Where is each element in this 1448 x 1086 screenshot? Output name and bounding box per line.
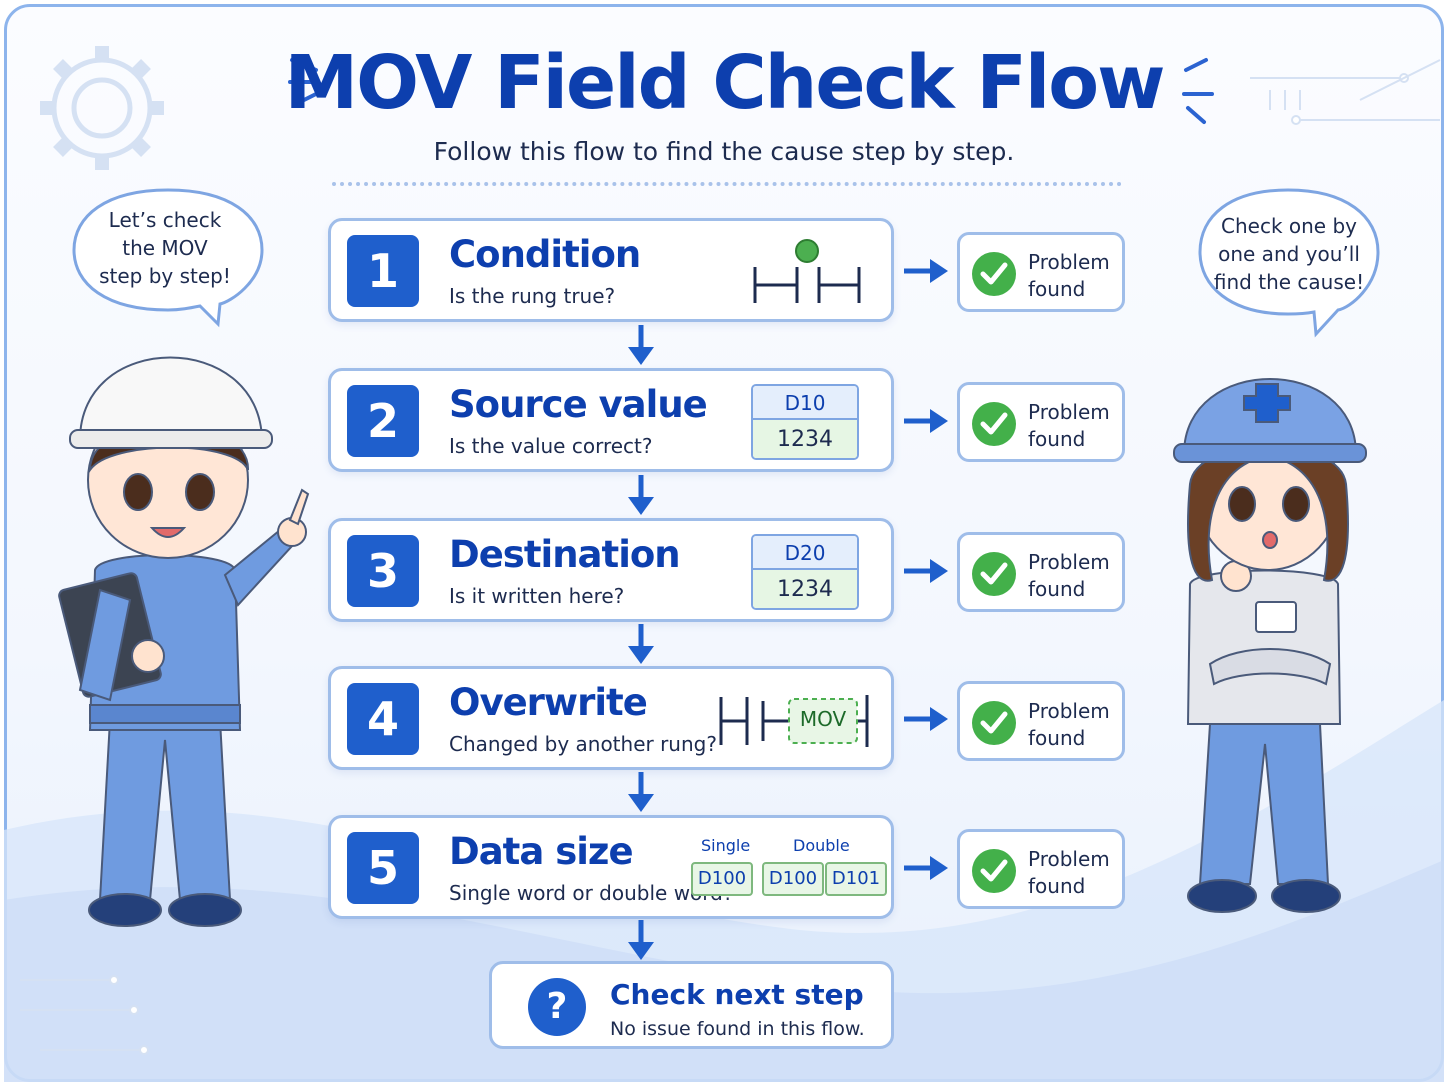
single-word-register: D100 xyxy=(691,862,753,896)
right-bubble-line: find the cause! xyxy=(1213,270,1365,294)
problem-found-box[interactable]: Problem found xyxy=(957,681,1125,761)
arrow-down-icon xyxy=(628,624,654,664)
right-bubble-line: Check one by xyxy=(1221,214,1357,238)
check-circle-icon xyxy=(972,849,1016,893)
found-label: found xyxy=(1028,427,1086,451)
arrow-down-icon xyxy=(628,325,654,365)
step-title: Source value xyxy=(449,383,708,426)
step-question: Is the value correct? xyxy=(449,434,653,458)
double-word-register-low: D100 xyxy=(762,862,824,896)
arrow-right-icon xyxy=(904,856,948,880)
problem-found-box[interactable]: Problem found xyxy=(957,382,1125,462)
source-register: D10 1234 xyxy=(751,384,859,460)
step-2-card[interactable]: 2 Source value Is the value correct? D10… xyxy=(328,368,894,472)
title-divider xyxy=(332,182,1122,186)
ladder-rung-icon xyxy=(719,695,869,747)
step-title: Condition xyxy=(449,233,641,276)
step-title: Data size xyxy=(449,830,634,873)
step-number: 1 xyxy=(347,235,419,307)
page-subtitle: Follow this flow to find the cause step … xyxy=(433,137,1015,166)
step-number: 3 xyxy=(347,535,419,607)
question-circle-icon: ? xyxy=(528,978,586,1036)
step-3-card[interactable]: 3 Destination Is it written here? D20 12… xyxy=(328,518,894,622)
arrow-right-icon xyxy=(904,409,948,433)
right-speech-bubble xyxy=(1198,188,1380,338)
check-circle-icon xyxy=(972,701,1016,745)
register-value: 1234 xyxy=(753,420,857,458)
left-bubble-line: the MOV xyxy=(122,236,208,260)
check-circle-icon xyxy=(972,252,1016,296)
arrow-down-icon xyxy=(628,920,654,960)
arrow-right-icon xyxy=(904,559,948,583)
register-name: D10 xyxy=(753,386,857,420)
double-word-label: Double xyxy=(793,836,850,855)
page-title: MOV Field Check Flow xyxy=(284,40,1166,126)
found-label: Problem xyxy=(1028,250,1110,274)
found-label: found xyxy=(1028,874,1086,898)
right-bubble-line: one and you’ll xyxy=(1218,242,1360,266)
problem-found-box[interactable]: Problem found xyxy=(957,532,1125,612)
step-4-card[interactable]: 4 Overwrite Changed by another rung? MOV xyxy=(328,666,894,770)
check-circle-icon xyxy=(972,402,1016,446)
found-label: Problem xyxy=(1028,550,1110,574)
step-title: Overwrite xyxy=(449,681,648,724)
single-word-label: Single xyxy=(701,836,751,855)
step-question: Is it written here? xyxy=(449,584,625,608)
found-label: Problem xyxy=(1028,847,1110,871)
arrow-down-icon xyxy=(628,772,654,812)
check-next-step-box[interactable]: ? Check next step No issue found in this… xyxy=(489,961,894,1049)
contact-symbol-icon xyxy=(753,239,861,303)
engineer-boy-illustration xyxy=(58,356,310,927)
arrow-down-icon xyxy=(628,475,654,515)
found-label: found xyxy=(1028,277,1086,301)
step-number: 5 xyxy=(347,832,419,904)
step-question: Is the rung true? xyxy=(449,284,616,308)
found-label: Problem xyxy=(1028,400,1110,424)
mov-instruction-label: MOV xyxy=(799,707,847,731)
left-speech-bubble xyxy=(72,188,264,328)
double-word-register-high: D101 xyxy=(825,862,887,896)
arrow-right-icon xyxy=(904,707,948,731)
problem-found-box[interactable]: Problem found xyxy=(957,232,1125,312)
step-number: 4 xyxy=(347,683,419,755)
left-bubble-line: Let’s check xyxy=(108,208,222,232)
destination-register: D20 1234 xyxy=(751,534,859,610)
register-name: D20 xyxy=(753,536,857,570)
register-value: 1234 xyxy=(753,570,857,608)
arrow-right-icon xyxy=(904,259,948,283)
found-label: found xyxy=(1028,577,1086,601)
step-question: Changed by another rung? xyxy=(449,732,717,756)
step-5-card[interactable]: 5 Data size Single word or double word? … xyxy=(328,815,894,919)
step-title: Destination xyxy=(449,533,681,576)
next-step-title: Check next step xyxy=(610,978,864,1011)
found-label: found xyxy=(1028,726,1086,750)
found-label: Problem xyxy=(1028,699,1110,723)
step-number: 2 xyxy=(347,385,419,457)
engineer-girl-illustration xyxy=(1173,378,1367,913)
step-question: Single word or double word? xyxy=(449,881,734,905)
check-circle-icon xyxy=(972,552,1016,596)
left-bubble-line: step by step! xyxy=(99,264,231,288)
step-1-card[interactable]: 1 Condition Is the rung true? xyxy=(328,218,894,322)
next-step-subtitle: No issue found in this flow. xyxy=(610,1018,865,1040)
problem-found-box[interactable]: Problem found xyxy=(957,829,1125,909)
